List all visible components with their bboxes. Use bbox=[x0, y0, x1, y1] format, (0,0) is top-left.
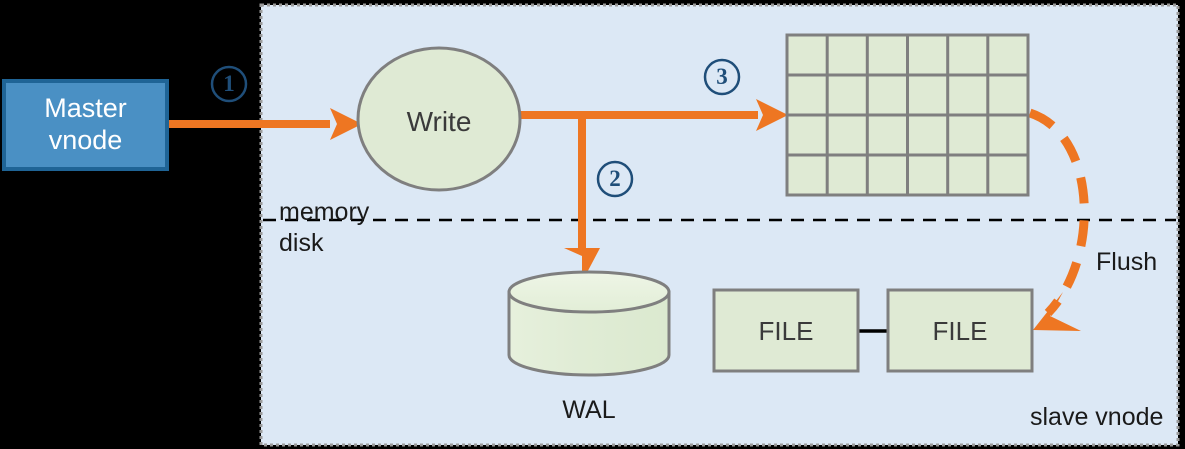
file-box-left[interactable] bbox=[712, 288, 860, 373]
step-2-circle bbox=[596, 160, 634, 198]
memtable-grid[interactable] bbox=[785, 33, 1030, 197]
master-vnode-box[interactable] bbox=[2, 79, 169, 171]
arrow-step-2 bbox=[564, 115, 600, 282]
file-box-right-label: FILE bbox=[932, 316, 988, 346]
step-1-circle bbox=[210, 65, 248, 103]
disk-label: disk bbox=[279, 229, 324, 257]
step-3-number: 3 bbox=[716, 64, 728, 89]
step-2-number: 2 bbox=[609, 166, 621, 191]
write-node[interactable] bbox=[356, 46, 522, 192]
step-1-number: 1 bbox=[223, 71, 235, 96]
master-vnode-label-line1: Master bbox=[44, 93, 127, 123]
master-vnode-label: Master vnode bbox=[4, 93, 167, 157]
flush-label: Flush bbox=[1096, 248, 1158, 276]
wal-cylinder[interactable] bbox=[507, 270, 671, 377]
file-box-left-label: FILE bbox=[758, 316, 814, 346]
arrow-step-1 bbox=[166, 108, 362, 140]
slave-vnode-label: slave vnode bbox=[1030, 403, 1164, 431]
arrow-flush bbox=[1028, 108, 1089, 331]
write-node-label: Write bbox=[406, 106, 472, 137]
wal-label: WAL bbox=[562, 396, 616, 424]
memory-label: memory bbox=[279, 198, 370, 226]
step-3-circle bbox=[703, 58, 741, 96]
file-box-right[interactable] bbox=[886, 288, 1034, 373]
master-vnode-label-line2: vnode bbox=[48, 124, 123, 155]
arrow-step-3 bbox=[518, 99, 788, 131]
